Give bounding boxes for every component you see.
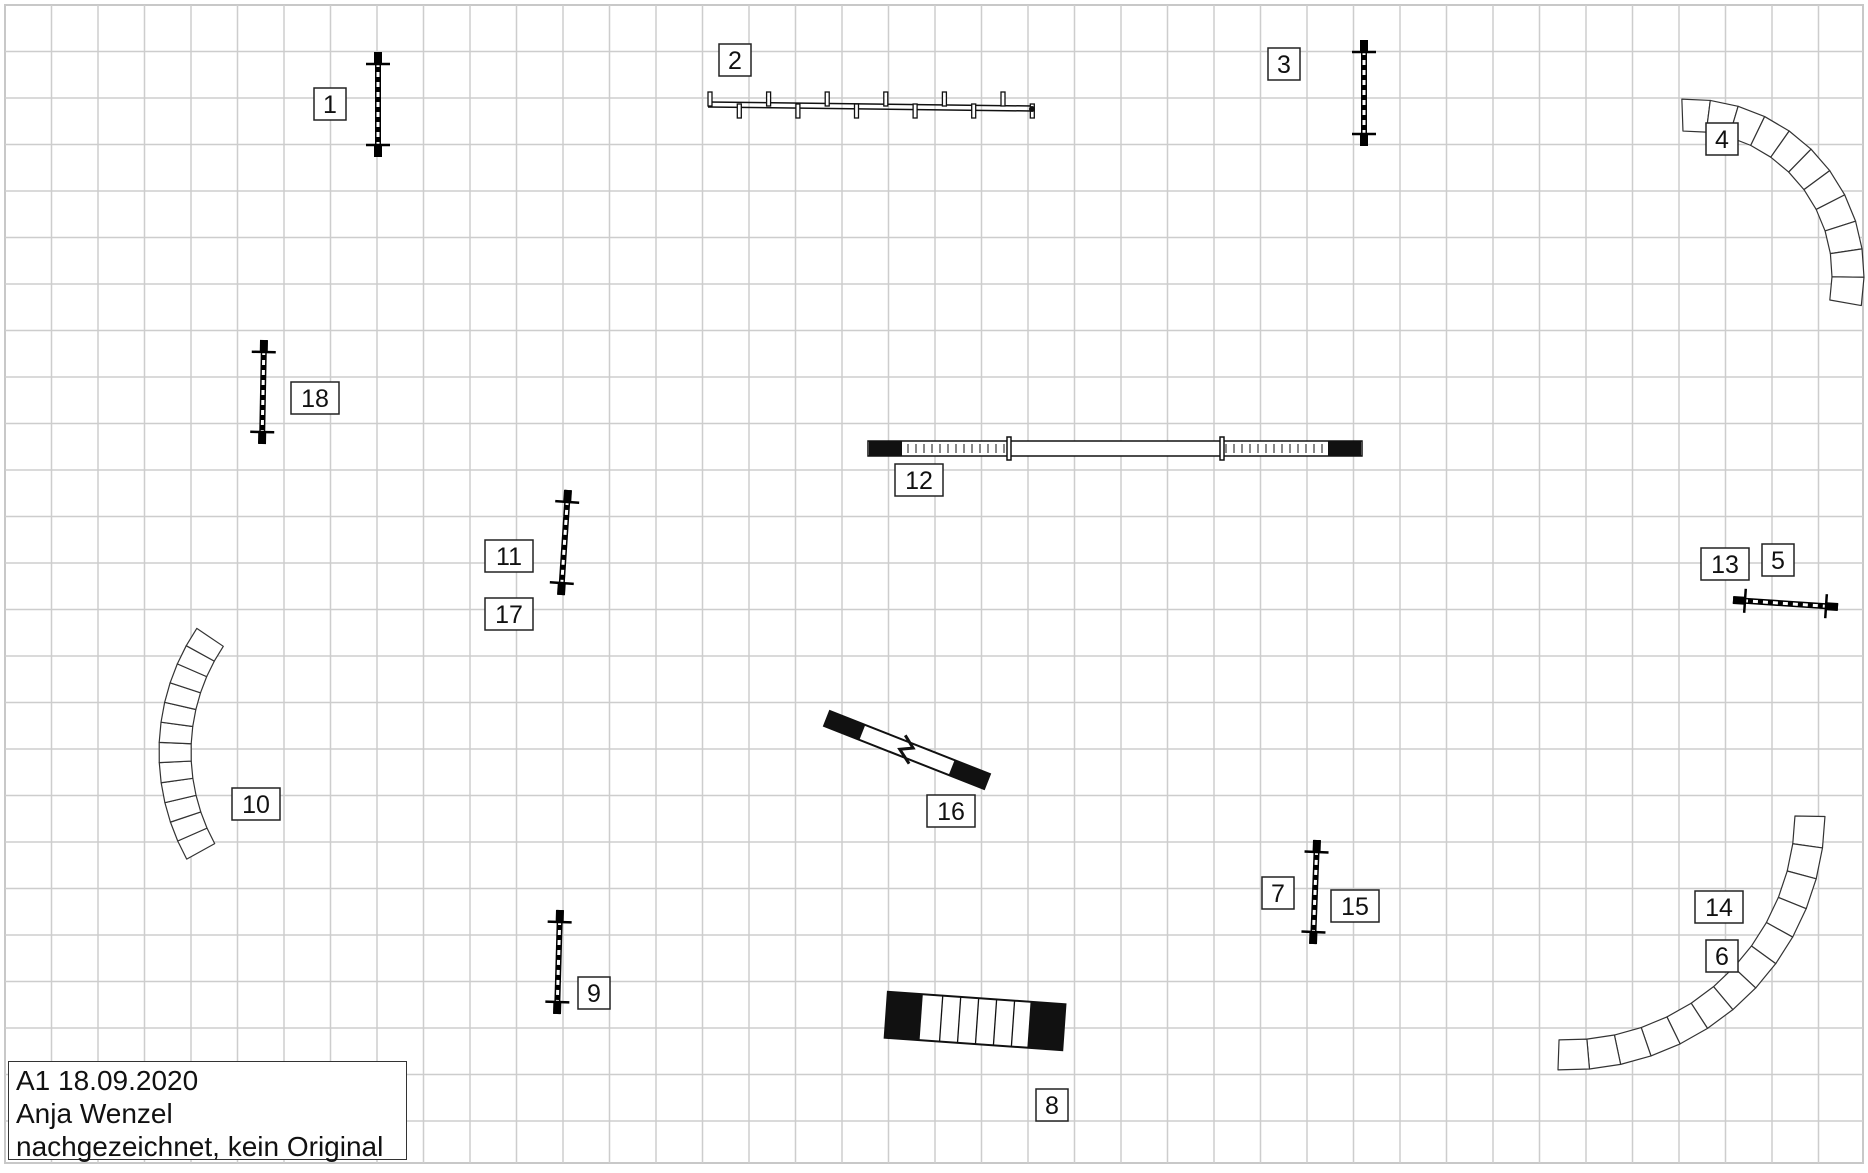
number-label-text: 9 (587, 980, 601, 1008)
info-line-3: nachgezeichnet, kein Original (16, 1130, 399, 1163)
weave-pole (1001, 92, 1005, 106)
number-label-text: 15 (1341, 893, 1369, 921)
number-label: 16 (927, 795, 975, 827)
plank-joint (1220, 437, 1224, 460)
number-label-text: 8 (1045, 1092, 1059, 1120)
number-label-text: 16 (937, 798, 965, 826)
weave-pole (942, 92, 946, 106)
hurdle-crossbar (1825, 594, 1827, 618)
contact-zone (1328, 441, 1361, 456)
hurdle-crossbar (1744, 589, 1746, 613)
number-label-text: 4 (1715, 126, 1729, 154)
hurdle-crossbar (555, 501, 579, 503)
tunnel-segment (1558, 1039, 1589, 1070)
number-label-text: 1 (323, 91, 337, 119)
course-info-box: A1 18.09.2020 Anja Wenzel nachgezeichnet… (8, 1061, 407, 1160)
table-end (1027, 1002, 1065, 1050)
number-label: 17 (485, 598, 533, 630)
weave-pole (796, 104, 800, 118)
number-label: 10 (232, 788, 280, 820)
number-label-text: 6 (1715, 943, 1729, 971)
number-label: 11 (485, 540, 533, 572)
tunnel-segment (1587, 1035, 1621, 1069)
dog-walk-plank (868, 441, 1362, 456)
number-label: 18 (291, 382, 339, 414)
weave-pole (737, 104, 741, 118)
number-label: 13 (1701, 548, 1749, 580)
weave-pole (708, 92, 712, 106)
tunnel-segment (159, 761, 193, 783)
weave-pole (855, 104, 859, 118)
number-label: 1 (314, 88, 346, 120)
number-label-text: 11 (496, 543, 522, 571)
number-label-text: 7 (1271, 880, 1285, 908)
tunnel-segment (159, 742, 191, 762)
info-line-2: Anja Wenzel (16, 1097, 399, 1130)
number-label: 8 (1036, 1089, 1068, 1121)
number-label-text: 5 (1771, 547, 1785, 575)
number-label-text: 14 (1705, 894, 1733, 922)
tunnel-segment (1793, 816, 1825, 848)
weave-pole (972, 104, 976, 118)
weave-pole (884, 92, 888, 106)
tunnel-segment (1830, 277, 1864, 306)
grid (5, 5, 1863, 1163)
weave-end (1029, 106, 1035, 112)
tunnel-segment (1830, 249, 1864, 277)
number-label: 5 (1762, 544, 1794, 576)
weave-pole (767, 92, 771, 106)
number-label-text: 2 (728, 47, 742, 75)
number-label-text: 10 (242, 791, 270, 819)
hurdle-wing (1733, 600, 1745, 601)
number-label: 12 (895, 464, 943, 496)
number-label-text: 13 (1711, 551, 1739, 579)
number-label-text: 17 (495, 601, 523, 629)
dog-walk-12 (868, 437, 1362, 460)
hurdle-crossbar (548, 922, 572, 923)
number-label-text: 3 (1277, 51, 1291, 79)
weave-pole (825, 92, 829, 106)
number-label: 15 (1331, 890, 1379, 922)
info-line-1: A1 18.09.2020 (16, 1064, 399, 1097)
weave-pole (913, 104, 917, 118)
number-label: 4 (1706, 123, 1738, 155)
number-label: 14 (1695, 891, 1743, 923)
hurdle-crossbar (545, 1002, 569, 1003)
hurdle-wing (567, 490, 568, 502)
hurdle-crossbar (550, 582, 574, 584)
hurdle-crossbar (1305, 852, 1329, 853)
hurdle-crossbar (1301, 932, 1325, 933)
number-label: 6 (1706, 940, 1738, 972)
number-label: 3 (1268, 48, 1300, 80)
number-label-text: 18 (301, 385, 329, 413)
number-label: 7 (1262, 877, 1294, 909)
contact-zone (869, 441, 902, 456)
plank-joint (1007, 437, 1011, 460)
hurdle-wing (561, 583, 562, 595)
table-end (885, 992, 923, 1040)
number-label: 9 (578, 977, 610, 1009)
hurdle-wing (1826, 606, 1838, 607)
number-label: 2 (719, 44, 751, 76)
number-label-text: 12 (905, 467, 933, 495)
